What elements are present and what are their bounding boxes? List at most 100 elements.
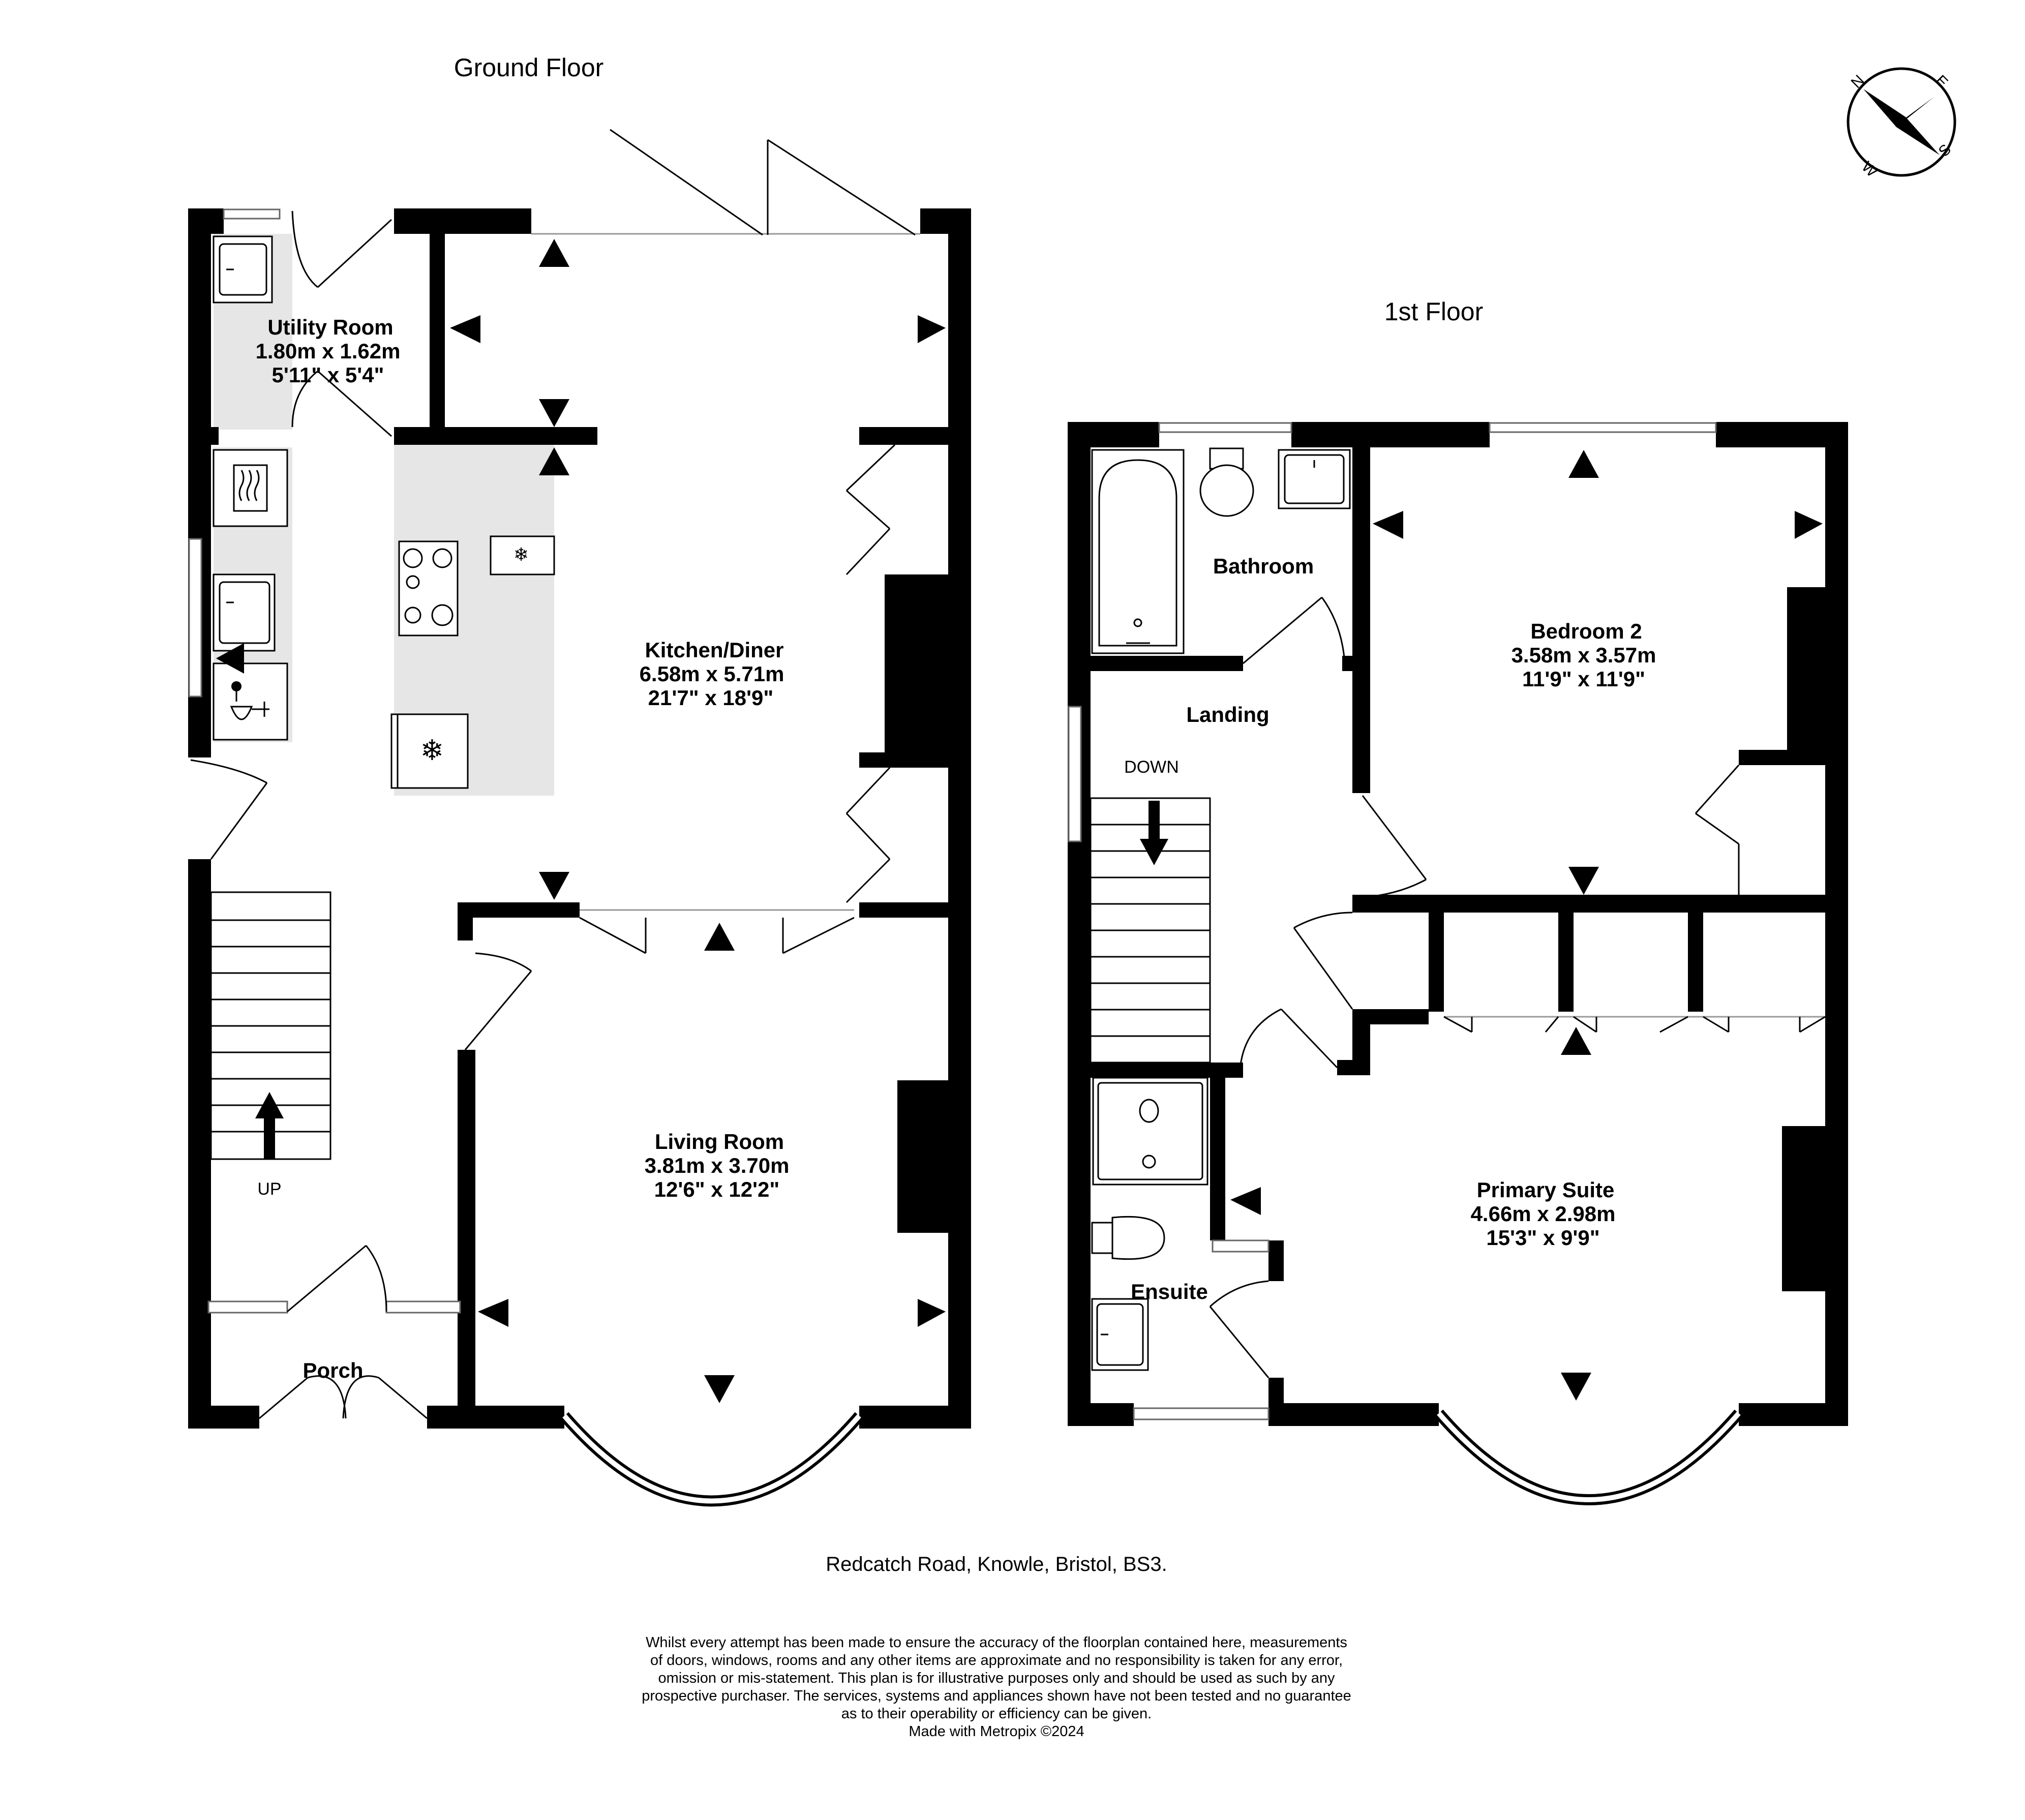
wall — [188, 427, 219, 445]
wall — [1739, 750, 1848, 765]
wall — [859, 902, 971, 918]
wall — [1268, 1240, 1284, 1281]
wall — [859, 1406, 971, 1429]
compass-w: W — [1858, 159, 1881, 181]
bath-icon — [1091, 449, 1185, 654]
utility-room-imperial: 5'11" x 5'4" — [272, 363, 384, 387]
door — [464, 970, 532, 1050]
wall — [1558, 895, 1574, 1012]
window — [385, 1300, 461, 1314]
hall-sink-icon — [213, 573, 276, 652]
window — [1158, 422, 1292, 433]
bathroom-name: Bathroom — [1213, 554, 1314, 578]
door — [845, 767, 891, 814]
wall — [1210, 1063, 1225, 1240]
disclaimer-line: Whilst every attempt has been made to en… — [646, 1634, 1347, 1651]
bedroom2-metric: 3.58m x 3.57m — [1512, 643, 1656, 667]
fridge-freezer-icon: ❄ — [390, 713, 469, 789]
door — [1362, 795, 1427, 880]
wall — [1068, 422, 1091, 1426]
view-arrows — [216, 239, 946, 1403]
wall — [1268, 1378, 1284, 1426]
primary-suite-metric: 4.66m x 2.98m — [1471, 1202, 1616, 1226]
bathroom-sink-icon — [1278, 449, 1351, 509]
wall — [1688, 895, 1703, 1012]
disclaimer-credit: Made with Metropix ©2024 — [909, 1723, 1084, 1740]
svg-text:❄: ❄ — [420, 734, 444, 767]
door — [1695, 764, 1740, 814]
first-floor: DOWN — [1068, 422, 1848, 1505]
arrow-up-icon — [255, 1092, 284, 1118]
wall — [1352, 895, 1848, 913]
window — [1133, 1407, 1270, 1420]
first-floor-label: 1st Floor — [1384, 297, 1484, 326]
wall — [188, 208, 224, 234]
ensuite-sink-icon — [1091, 1298, 1149, 1371]
door — [317, 219, 392, 288]
compass-n: N — [1848, 72, 1868, 92]
toilet-icon — [1199, 447, 1254, 517]
door — [1243, 596, 1322, 664]
door — [1209, 1306, 1270, 1378]
utility-sink-icon — [213, 235, 273, 304]
disclaimer-line: as to their operability or efficiency ca… — [841, 1706, 1152, 1722]
disclaimer-line: omission or mis-statement. This plan is … — [658, 1670, 1335, 1686]
address: Redcatch Road, Knowle, Bristol, BS3. — [826, 1553, 1167, 1575]
wall — [458, 902, 580, 918]
wall — [458, 1050, 475, 1429]
compass-rose-icon: N E S W — [1847, 67, 1956, 181]
primary-suite-imperial: 15'3" x 9'9" — [1486, 1226, 1599, 1250]
shower-tray-icon — [1092, 1077, 1208, 1186]
bedroom2-name: Bedroom 2 — [1530, 619, 1642, 643]
bifold-door — [610, 129, 763, 236]
staircase-up — [210, 891, 331, 1160]
door — [1293, 927, 1353, 1010]
porch-door — [259, 1377, 308, 1419]
wall — [394, 427, 597, 445]
ensuite-name: Ensuite — [1131, 1280, 1208, 1303]
wall — [1068, 1403, 1134, 1426]
kitchen-imperial: 21'7" x 18'9" — [648, 686, 774, 710]
door — [845, 444, 896, 492]
door — [1280, 1008, 1338, 1069]
wall — [427, 1406, 564, 1429]
window — [1489, 422, 1717, 433]
staircase-down — [1090, 797, 1211, 1064]
ground-floor: UP — [188, 129, 971, 1507]
disclaimer-line: of doors, windows, rooms and any other i… — [650, 1652, 1343, 1669]
wall — [1068, 656, 1243, 671]
wall — [458, 902, 473, 941]
wall — [394, 208, 531, 234]
door — [782, 917, 855, 954]
hob-icon — [398, 540, 459, 636]
ensuite-toilet-icon — [1091, 1216, 1165, 1260]
door — [579, 917, 646, 954]
living-room-name: Living Room — [655, 1130, 784, 1154]
wall — [1068, 422, 1159, 447]
freezer-icon: ❄ — [490, 535, 555, 575]
door — [210, 782, 268, 860]
bedroom2-imperial: 11'9" x 11'9" — [1522, 667, 1645, 691]
wall — [1337, 1060, 1370, 1075]
wall — [430, 208, 445, 432]
window — [223, 208, 281, 220]
wall — [1739, 1403, 1848, 1426]
porch-name: Porch — [303, 1358, 363, 1382]
landing-name: Landing — [1186, 703, 1269, 726]
window — [188, 538, 202, 697]
wall — [1429, 895, 1444, 1012]
disclaimer: Whilst every attempt has been made to en… — [642, 1634, 1351, 1740]
door — [317, 370, 392, 437]
wall — [1825, 422, 1848, 1426]
wall — [1291, 422, 1490, 447]
svg-text:❄: ❄ — [513, 544, 529, 565]
window — [1068, 706, 1082, 842]
chimney-breast — [1782, 1126, 1825, 1291]
arrow-down-icon — [1140, 839, 1168, 865]
chimney-breast — [1787, 587, 1825, 755]
utility-room-name: Utility Room — [267, 315, 393, 339]
living-room-metric: 3.81m x 3.70m — [645, 1154, 790, 1177]
microwave-icon — [213, 449, 288, 527]
utility-room-metric: 1.80m x 1.62m — [256, 339, 401, 363]
view-arrows — [1230, 450, 1823, 1401]
